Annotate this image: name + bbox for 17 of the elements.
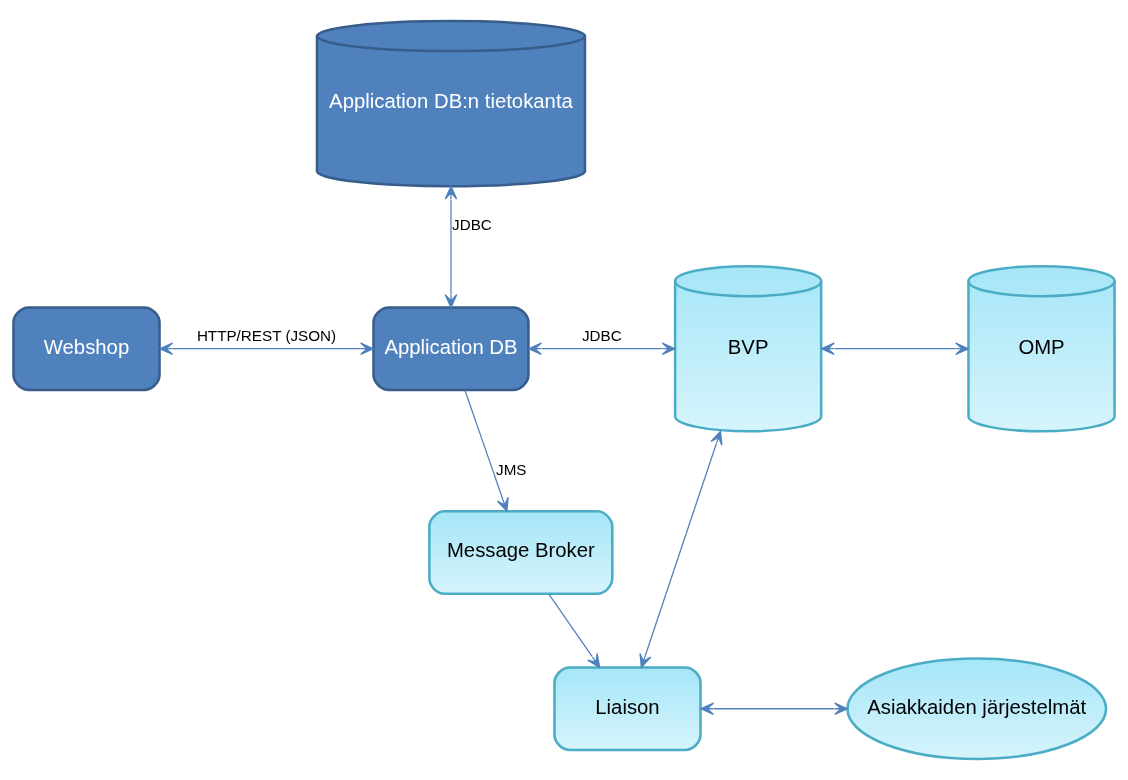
node-ellipse: Asiakkaiden järjestelmät [846,657,1108,761]
edge-label: JDBC [581,326,622,344]
arrow [444,185,458,308]
arrow [820,342,970,356]
node-box: Webshop [12,306,161,392]
node-box: Application DB [372,306,530,392]
arrow [528,342,676,356]
node-box: Liaison [553,666,702,752]
edge-label: JMS [496,461,527,479]
arrow [159,342,374,356]
arrow [464,389,509,512]
arrow [639,430,723,668]
edge-label: HTTP/REST (JSON) [196,326,337,344]
arrow [548,593,601,668]
edge-label: JDBC [452,216,492,234]
node-box: Message Broker [428,510,614,596]
arrow [700,702,849,716]
